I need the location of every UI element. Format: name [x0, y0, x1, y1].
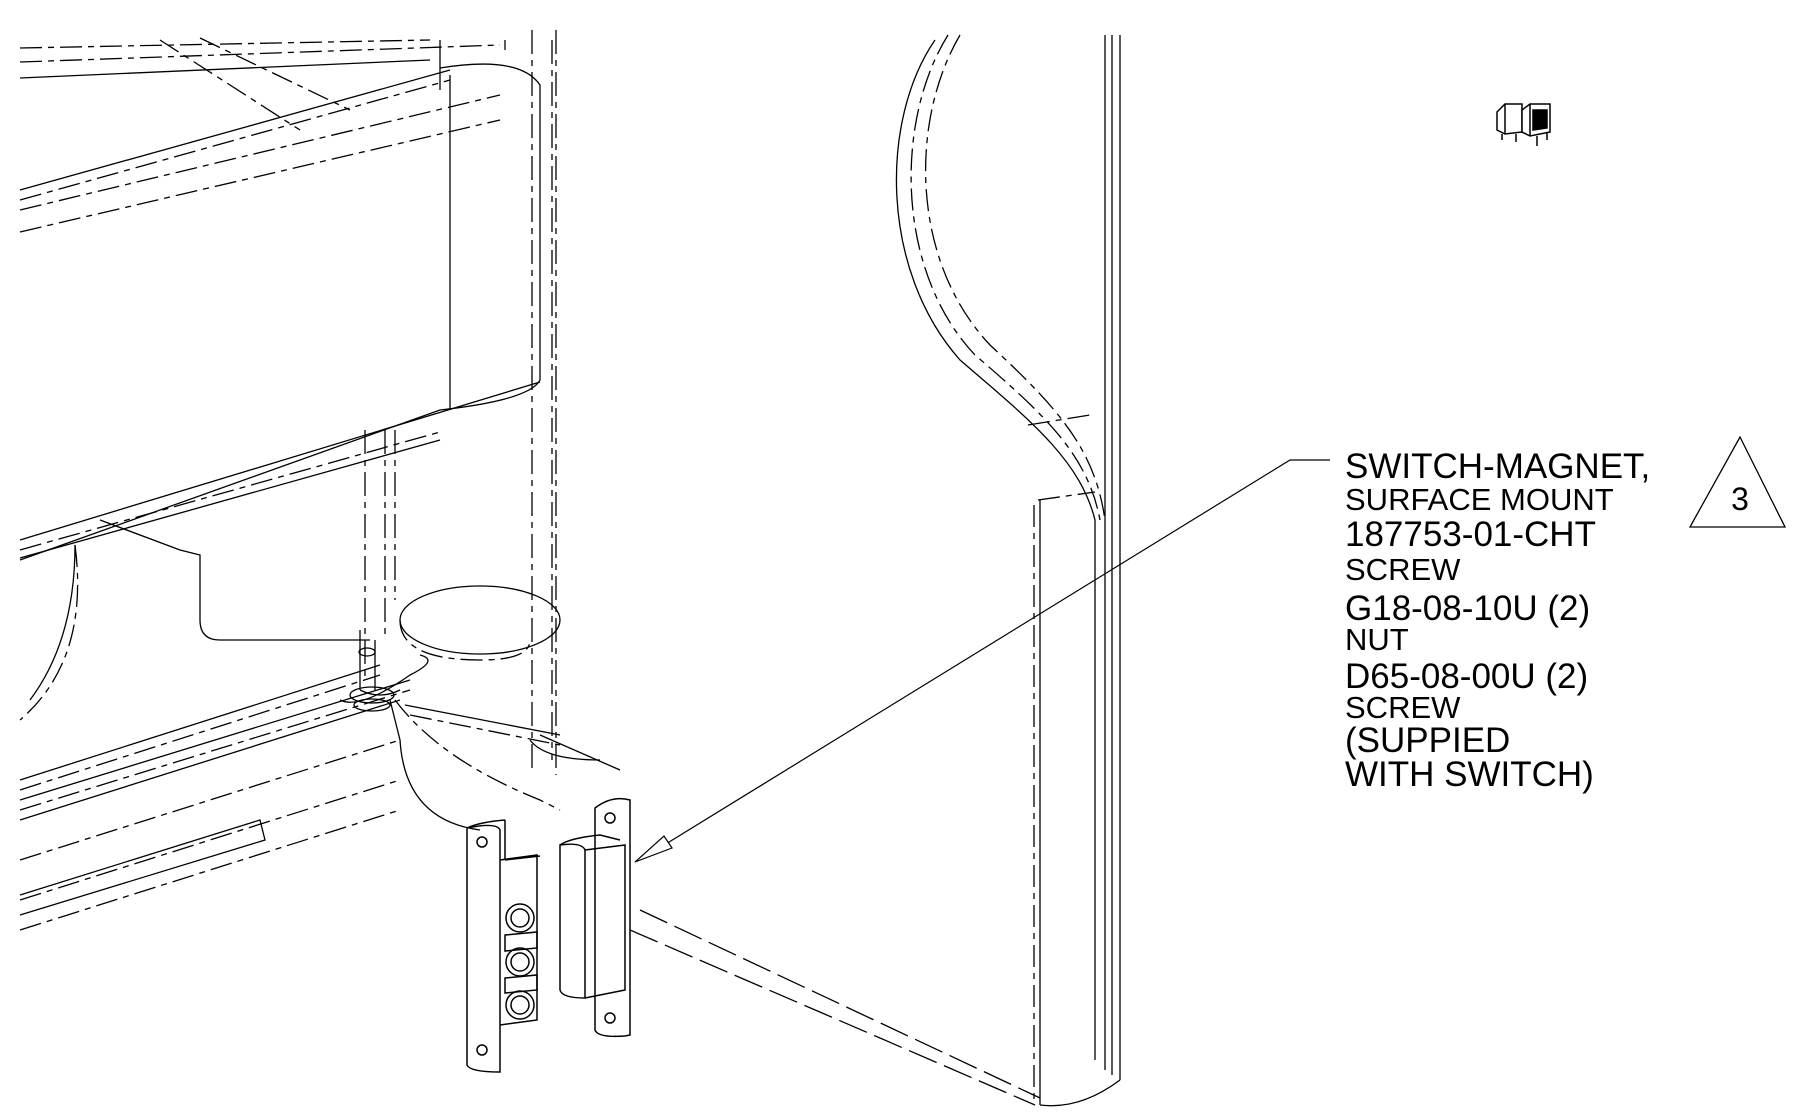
callout-line-9: (SUPPIED: [1345, 721, 1510, 760]
side-panel: [629, 34, 1121, 1107]
callout-line-3: 187753-01-CHT: [1345, 515, 1596, 554]
callout-line-7: D65-08-00U (2): [1345, 657, 1588, 696]
callout-line-1: SWITCH-MAGNET,: [1345, 447, 1650, 486]
callout-leader: [634, 459, 1330, 863]
hinge-assembly: [339, 585, 621, 771]
lower-tray: [19, 431, 561, 931]
switch-magnet-thumbnail-icon: [1496, 103, 1551, 146]
revision-marker: 3: [1688, 435, 1787, 528]
panel-edges: [364, 30, 557, 775]
callout-line-6: NUT: [1345, 622, 1409, 657]
callout-line-8: SCREW: [1345, 690, 1461, 725]
switch-part: [559, 797, 631, 1038]
magnet-part: [466, 819, 541, 1073]
revision-number: 3: [1731, 481, 1749, 517]
revision-triangle: [1688, 435, 1787, 528]
callout-line-4: SCREW: [1345, 552, 1461, 587]
upper-box: [19, 37, 541, 561]
callout-line-2: SURFACE MOUNT: [1345, 482, 1614, 517]
callout-line-5: G18-08-10U (2): [1345, 589, 1590, 628]
callout-line-10: WITH SWITCH): [1345, 755, 1594, 794]
callout-text: SWITCH-MAGNET, SURFACE MOUNT 187753-01-C…: [1345, 447, 1650, 794]
